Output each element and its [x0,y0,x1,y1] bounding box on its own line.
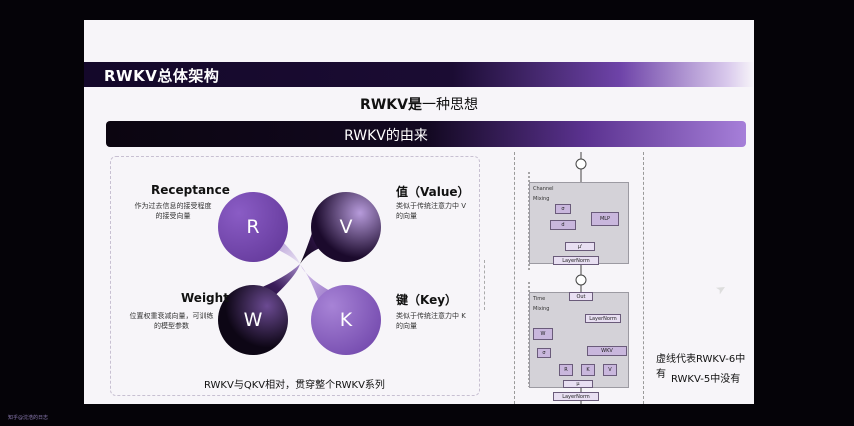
arch-wkv-block: WKV [587,346,627,356]
arch-out-block: Out [569,292,593,301]
weight-desc: 位置权重衰减向量，可训练 的模型参数 [119,311,224,331]
weight-desc-line2: 的模型参数 [154,322,189,330]
receptance-desc: 作为过去信息的接受程度 的接受向量 [123,201,223,221]
receptance-desc-line1: 作为过去信息的接受程度 [134,202,212,210]
arch-k-block: K [581,364,595,376]
channel-mixing-label: Channel Mixing [533,186,554,202]
arch-d-block: d [550,220,576,230]
receptance-desc-line2: 的接受向量 [155,212,191,220]
value-desc-line2: 的向量 [396,212,417,220]
key-letter: K [339,309,353,331]
slide-subtitle: RWKV是一种思想 [84,94,754,114]
subtitle-rest: 一种思想 [421,97,478,113]
arch-sigma-block: σ [555,204,571,214]
value-desc: 类似于传统注意力中 V 的向量 [396,201,476,221]
arch-mu-block: μ' [565,242,595,251]
arch-mlp-block: MLP [591,212,619,226]
slide-title-bar: RWKV总体架构 [84,62,754,87]
value-circle: V [311,192,381,262]
dashed-line-note-2: RWKV-5中没有 [671,374,741,385]
value-desc-line1: 类似于传统注意力中 V [396,202,467,210]
key-desc-line2: 的向量 [396,322,417,330]
corner-watermark: 知乎@沈浩的日志 [8,415,49,421]
key-heading: 键（Key） [396,293,458,307]
weight-desc-line1: 位置权重衰减向量，可训练 [129,312,214,320]
slide: RWKV总体架构 RWKV是一种思想 RWKV的由来 [84,20,754,404]
arch-mu-block-2: μ [563,380,593,388]
value-letter: V [339,216,353,238]
dashed-line-note-1: 虚线代表RWKV-6中有 [656,354,746,380]
receptance-letter: R [246,216,260,238]
receptance-heading: Receptance [151,183,230,197]
key-circle: K [311,285,381,355]
weight-letter: W [243,309,263,331]
arch-v-block: V [603,364,617,376]
subtitle-bold: RWKV是 [360,97,422,113]
weight-heading: Weight [181,291,229,305]
time-mixing-label: Time Mixing [533,296,550,312]
rwkv-vs-qkv-caption: RWKV与QKV相对，贯穿整个RWKV系列 [204,380,385,391]
key-desc: 类似于传统注意力中 K 的向量 [396,311,476,331]
arch-layernorm-bottom: LayerNorm [553,392,599,401]
arch-sigma-block-2: σ [537,348,551,358]
arch-w-block: W [533,328,553,340]
rwkv-diagram-box: R V W K Receptance 作为过去信息的接受程度 的接受向量 值（V… [110,156,480,396]
arch-r-block: R [559,364,573,376]
arch-layernorm-mid: LayerNorm [585,314,621,323]
origin-header-bar: RWKV的由来 [106,121,746,147]
origin-header: RWKV的由来 [344,128,428,144]
key-desc-line1: 类似于传统注意力中 K [396,312,466,320]
weight-circle: W [218,285,288,355]
dashed-marker [484,260,485,310]
rwkv-architecture-diagram: Channel Mixing σ d MLP μ' LayerNorm Time… [514,152,644,404]
slide-title: RWKV总体架构 [104,67,220,85]
arch-layernorm-top: LayerNorm [553,256,599,265]
receptance-circle: R [218,192,288,262]
value-heading: 值（Value） [396,185,470,199]
